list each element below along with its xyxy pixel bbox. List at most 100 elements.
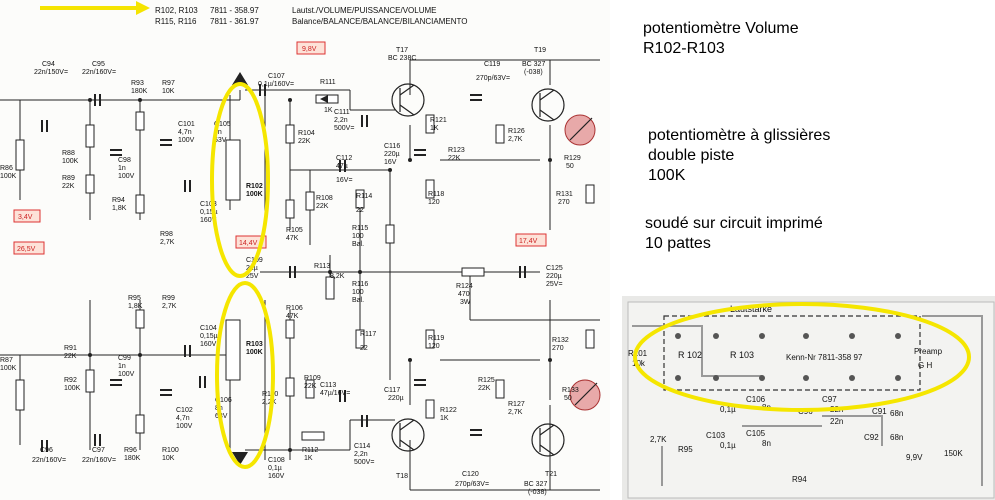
label-r122v: 1K — [440, 415, 449, 422]
component-labels-top: C94 22n/150V= C95 22n/160V= R93 180K R97… — [0, 47, 581, 306]
label-r132v: 270 — [552, 345, 564, 352]
header-line1-desc: Lautst./VOLUME/PUISSANCE/VOLUME — [292, 6, 437, 15]
voltage-mid: 17,4V — [519, 238, 538, 245]
label-c112v: 47µ — [336, 163, 348, 170]
label-r91v: 22K — [64, 353, 77, 360]
label-r105v: 47K — [286, 235, 299, 242]
label-c120: C120 — [462, 471, 479, 478]
header-line1: R102, R103 — [155, 6, 198, 15]
voltage-labels: 9,8V 3,4V 26,5V 14,4V 17,4V — [13, 41, 547, 255]
label-r124: R124 — [456, 283, 473, 290]
label-c116v: 220µ — [384, 151, 400, 158]
label-c112: C112 — [336, 155, 352, 162]
label-c109w: 25V — [246, 273, 259, 280]
label-c104w: 160V — [200, 341, 217, 348]
label-c95v: 22n/160V= — [82, 69, 116, 76]
pcb-r95: R95 — [678, 445, 693, 454]
label-c106: C106 — [215, 397, 232, 404]
label-c101v: 4,7n — [178, 129, 192, 136]
label-r97: R97 — [162, 80, 175, 87]
label-c113v: 47µ/16V= — [320, 390, 350, 397]
label-r94v: 1,8K — [112, 205, 127, 212]
pcb-photo: Lautstärke R101 10k R 102 R 103 Kenn-Nr … — [622, 296, 995, 500]
label-r106: R106 — [286, 305, 303, 312]
header-line2: R115, R116 — [155, 17, 197, 26]
label-c102: C102 — [176, 407, 193, 414]
voltage-left3: 14,4V — [239, 240, 258, 247]
label-r95: R95 — [128, 295, 141, 302]
label-r131v: 270 — [558, 199, 570, 206]
label-r87: R87 — [0, 357, 13, 364]
label-r108v: 22K — [316, 203, 329, 210]
label-c125: C125 — [546, 265, 563, 272]
label-r110: R110 — [262, 391, 278, 398]
label-r124v: 470 — [458, 291, 470, 298]
transistor-symbols — [391, 83, 565, 457]
label-r99: R99 — [162, 295, 175, 302]
note-mount-line2: 10 pattes — [645, 235, 711, 252]
pcb-r94: R94 — [792, 475, 807, 484]
label-r124w: 3W — [460, 299, 471, 306]
audio-amplifier-schematic: R102, R103 7811 - 358.97 Lautst./VOLUME/… — [0, 1, 601, 496]
label-r97v: 10K — [162, 88, 175, 95]
label-c119: C119 — [484, 61, 500, 68]
label-c116w: 16V — [384, 159, 397, 166]
label-c117v: 220µ — [388, 395, 404, 402]
label-c120v: 270p/63V= — [455, 481, 489, 488]
label-c108: C108 — [268, 457, 285, 464]
label-r121: R121 — [430, 117, 447, 124]
pcb-c97: C97 — [822, 395, 837, 404]
label-c108v: 0,1µ — [268, 465, 282, 472]
label-c117: C117 — [384, 387, 400, 394]
label-r115w: Bal. — [352, 241, 364, 248]
label-r105: R105 — [286, 227, 303, 234]
label-r113: R113 — [314, 263, 330, 270]
label-r118: R118 — [428, 191, 444, 198]
label-r127v: 2,7K — [508, 409, 523, 416]
label-c103: C103 — [200, 201, 217, 208]
label-c98: C98 — [118, 157, 131, 164]
voltage-left2: 26,5V — [17, 246, 36, 253]
label-t19v: BC 327 — [522, 61, 545, 68]
label-c98w: 100V — [118, 173, 135, 180]
note-mount-line1: soudé sur circuit imprimé — [645, 215, 823, 232]
label-r116v: 100 — [352, 289, 364, 296]
label-c104v: 0,15µ — [200, 333, 218, 340]
highlight-ellipse-r102 — [210, 82, 270, 278]
pcb-68n-b: 68n — [890, 433, 903, 442]
label-r117v: 22 — [360, 345, 368, 352]
highlight-ellipses — [210, 82, 275, 469]
note-title-line1: potentiomètre Volume — [643, 20, 799, 37]
label-r100: R100 — [162, 447, 179, 454]
pcb-68n-a: 68n — [890, 409, 903, 418]
label-r96v: 180K — [124, 455, 141, 462]
highlight-ellipse-r103 — [215, 281, 275, 469]
label-r104v: 22K — [298, 138, 311, 145]
label-r132: R132 — [552, 337, 569, 344]
label-c103v: 0,15µ — [200, 209, 218, 216]
label-r103: R103 — [246, 341, 263, 348]
label-r111: R111 — [320, 79, 336, 86]
label-c107: C107 — [268, 73, 285, 80]
label-r116: R116 — [352, 281, 368, 288]
label-c114: C114 — [354, 443, 370, 450]
label-c113: C113 — [320, 382, 336, 389]
label-r112: R112 — [302, 447, 318, 454]
label-r99v: 2,7K — [162, 303, 177, 310]
pcb-r101v: 10k — [632, 359, 646, 368]
label-r126v: 2,7K — [508, 136, 523, 143]
label-c125w: 25V= — [546, 281, 563, 288]
label-r93v: 180K — [131, 88, 148, 95]
label-r106v: 47K — [286, 313, 299, 320]
label-r95v: 1,8K — [128, 303, 143, 310]
label-r87v: 100K — [0, 365, 17, 372]
label-c111v: 2,2n — [334, 117, 348, 124]
label-r129v: 50 — [566, 163, 574, 170]
label-c104: C104 — [200, 325, 217, 332]
label-t21: T21 — [545, 471, 557, 478]
label-c99w: 100V — [118, 371, 135, 378]
header-line2-desc: Balance/BALANCE/BALANCE/BILANCIAMENTO — [292, 17, 467, 26]
label-c96: C96 — [40, 447, 53, 454]
label-c102w: 100V — [176, 423, 193, 430]
label-r125v: 22K — [478, 385, 491, 392]
